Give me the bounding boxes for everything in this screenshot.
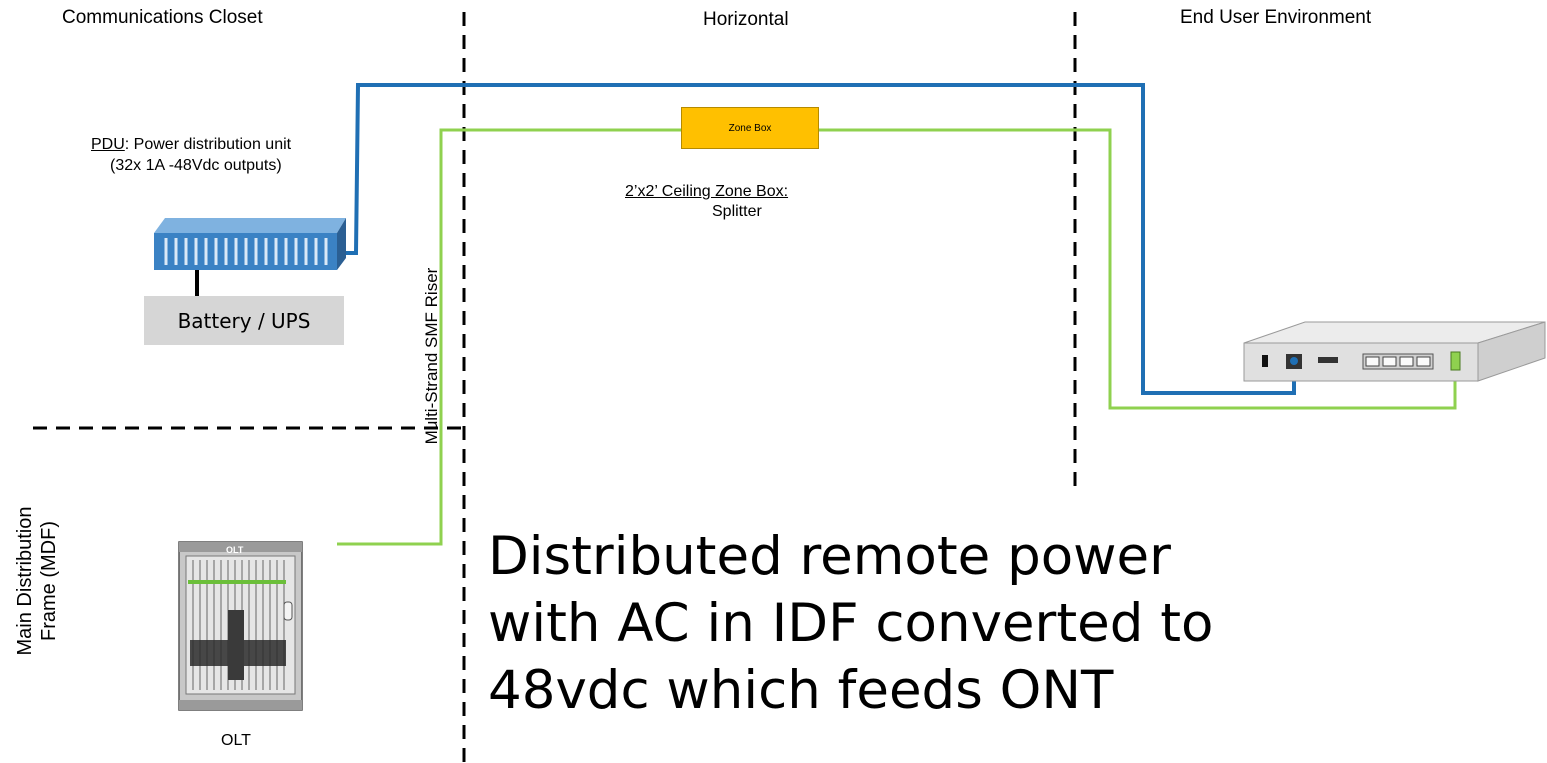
zone-box-caption-title: 2’x2’ Ceiling Zone Box:	[625, 183, 789, 200]
zone-label-end-user: End User Environment	[1180, 7, 1372, 28]
pdu-device	[154, 218, 346, 270]
pdu-outlets	[164, 238, 328, 265]
mdf-label: Main Distribution Frame (MDF)	[13, 507, 61, 656]
olt-label: OLT	[221, 732, 251, 749]
pdu-abbr: PDU	[91, 136, 125, 153]
ont-device	[1243, 321, 1546, 382]
pdu-spec: (32x 1A -48Vdc outputs)	[110, 157, 282, 174]
pdu-desc: : Power distribution unit	[124, 136, 292, 153]
headline-line3: 48vdc which feeds ONT	[488, 660, 1114, 721]
fiber-cable-riser	[337, 128, 681, 546]
mdf-label-line2: Frame (MDF)	[38, 521, 60, 641]
zone-box: Zone Box	[681, 107, 819, 149]
zone-label-horizontal: Horizontal	[703, 9, 789, 30]
headline-line1: Distributed remote power	[488, 526, 1171, 587]
headline-line2: with AC in IDF converted to	[488, 593, 1214, 654]
fiber-cable-horizontal	[819, 128, 1457, 410]
ups-label: Battery / UPS	[177, 308, 311, 333]
ups-box: Battery / UPS	[144, 296, 344, 345]
headline: Distributed remote power with AC in IDF …	[488, 523, 1528, 724]
mdf-label-line1: Main Distribution	[14, 506, 36, 656]
zone-box-label: Zone Box	[728, 122, 772, 134]
pdu-caption: PDU: Power distribution unit	[91, 136, 291, 154]
zone-box-caption-sub: Splitter	[712, 203, 762, 220]
riser-label: Multi-Strand SMF Riser	[422, 267, 441, 445]
olt-chassis	[178, 541, 303, 711]
power-cable	[343, 83, 1296, 395]
zone-label-closet: Communications Closet	[62, 7, 263, 28]
olt-chassis-label: OLT	[226, 545, 244, 555]
